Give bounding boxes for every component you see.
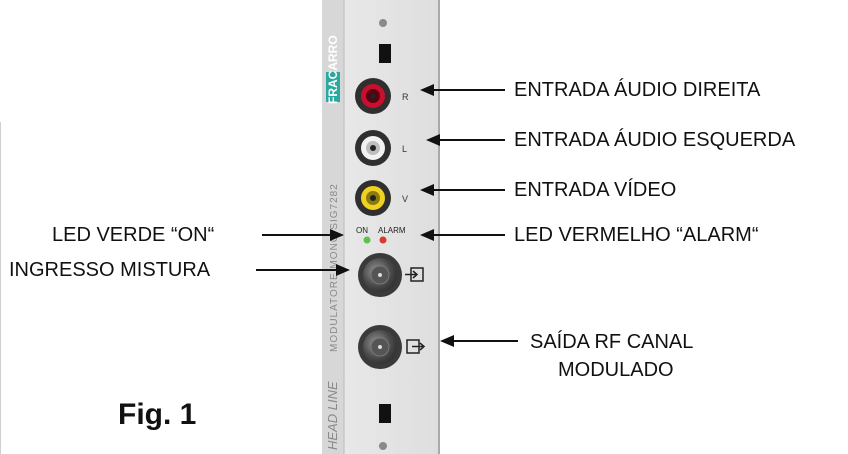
callout-led-alarm: LED VERMELHO “ALARM“ [514,224,759,246]
arrow-audio-left [426,134,505,146]
callout-led-on: LED VERDE “ON“ [52,224,215,246]
f-connector-mix-in [358,253,402,297]
rca-right-label: R [402,92,409,102]
brand-logo-block [326,72,340,102]
slot-top [379,44,391,63]
arrow-mix-in [256,264,350,276]
led-on-label: ON [356,226,368,235]
input-icon [405,267,424,282]
screw-top [379,19,387,27]
brand-label: FRACARRO [326,35,340,104]
module-side-strip [322,0,344,454]
slot-bottom [379,404,391,423]
callout-audio-left: ENTRADA ÁUDIO ESQUERDA [514,129,796,151]
callout-video-in: ENTRADA VÍDEO [514,179,677,201]
rca-video-connector [355,180,391,216]
led-on [363,236,371,244]
rca-left-label: L [402,144,407,154]
screw-bottom [379,442,387,450]
series-label: HEAD LINE [325,381,340,450]
rca-video-label: V [402,194,408,204]
arrow-video-in [420,184,505,196]
figure-label: Fig. 1 [118,398,197,431]
output-icon [406,339,426,354]
led-alarm [379,236,387,244]
rca-left-connector [355,130,391,166]
callout-audio-right: ENTRADA ÁUDIO DIREITA [514,79,761,101]
callout-mix-in: INGRESSO MISTURA [9,259,211,281]
arrow-led-alarm [420,229,505,241]
f-connector-rf-out [358,325,402,369]
arrow-led-on [262,229,344,241]
led-alarm-label: ALARM [378,226,406,235]
model-label: MODULATORE MONO SIG7282 [329,183,340,352]
arrow-audio-right [420,84,505,96]
callout-rf-out-line1: SAÍDA RF CANAL [530,331,694,353]
callout-rf-out-line2: MODULADO [558,359,674,381]
rca-right-connector [355,78,391,114]
arrow-rf-out [440,335,518,347]
